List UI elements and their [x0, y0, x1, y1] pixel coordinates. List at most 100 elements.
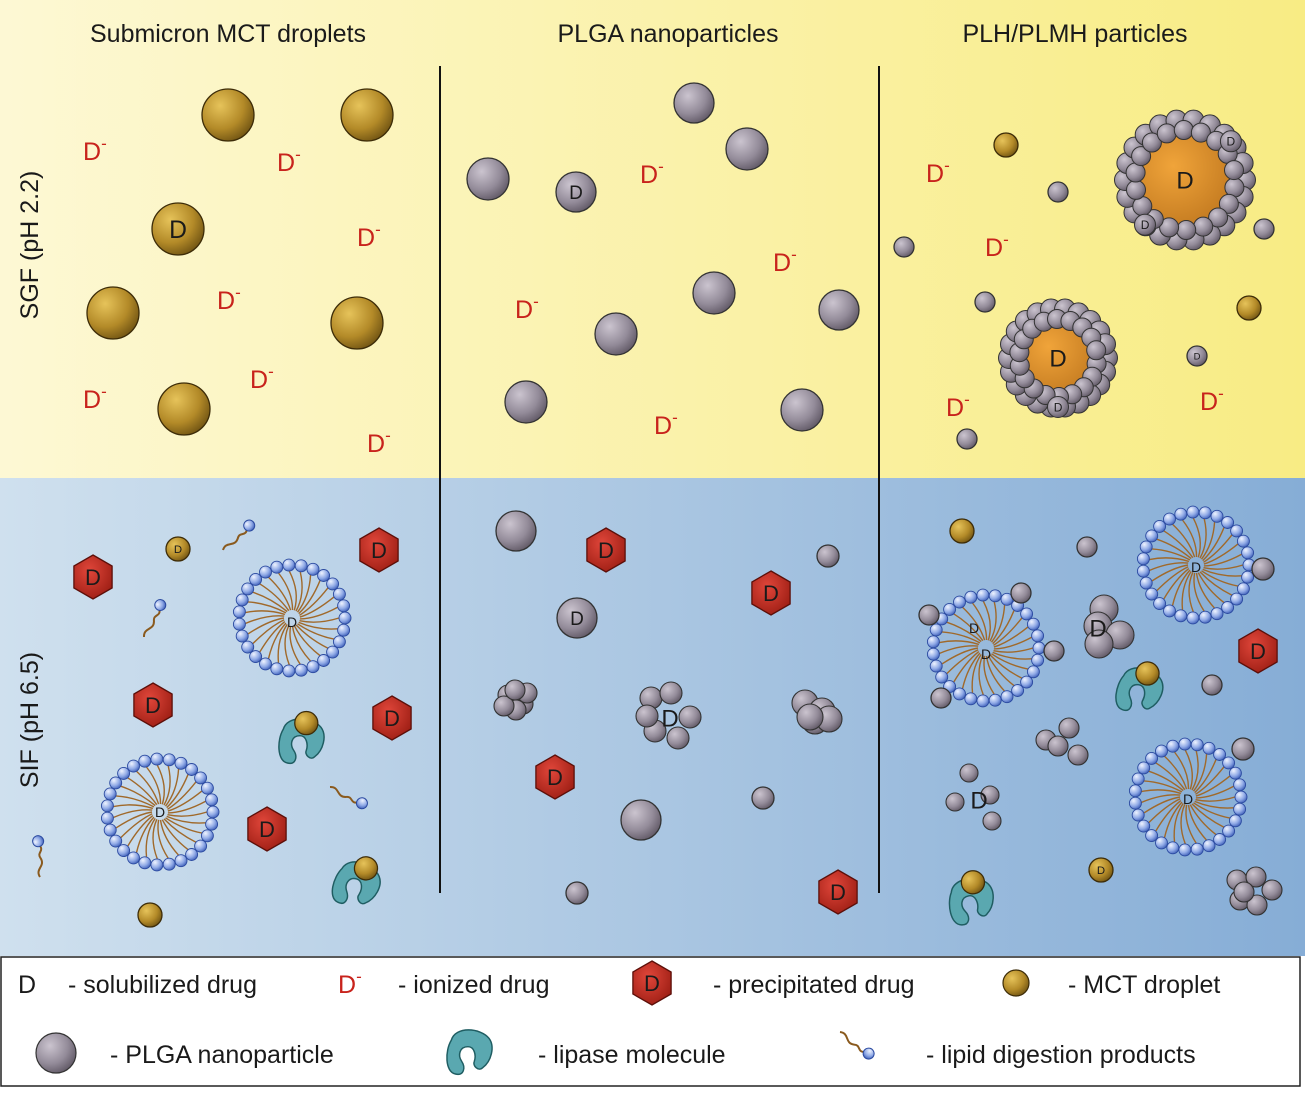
micelle-tail — [1192, 517, 1201, 558]
micelle-tail — [1191, 750, 1199, 791]
micelle-tail — [1151, 564, 1189, 582]
digestion-product-tail — [329, 785, 359, 804]
micelle-tail — [167, 811, 208, 817]
plga-cluster-particle — [493, 695, 515, 717]
micelle-head — [1137, 761, 1151, 775]
solubilized-drug-label: D — [169, 217, 187, 244]
mct-droplet — [993, 132, 1019, 158]
micelle-head — [1139, 540, 1153, 554]
micelle-tail — [298, 621, 338, 630]
micelle-head — [1153, 597, 1167, 611]
legend-lipase-label: - lipase molecule — [538, 1041, 726, 1069]
micelle-head — [103, 823, 117, 837]
plh-shell-particle — [1193, 216, 1214, 237]
mct-droplet-body — [340, 88, 394, 142]
micelle-head — [127, 851, 140, 865]
bound-mct-droplet — [1135, 661, 1160, 686]
micelle-tail — [1180, 804, 1186, 845]
plga-cluster — [1035, 717, 1089, 766]
micelle-tail — [989, 601, 997, 642]
micelle-head — [1236, 534, 1250, 548]
micelle-tail — [295, 624, 329, 649]
plh-shell-particle — [1131, 146, 1152, 167]
micelle-tail — [961, 652, 981, 689]
plga-nanoparticle-body — [1201, 674, 1223, 696]
plga-nanoparticle — [692, 271, 736, 315]
digestion-product-head — [32, 835, 45, 848]
micelle-tail — [982, 600, 991, 641]
ionized-drug-symbol: D — [515, 296, 533, 324]
mct-droplet-body — [137, 902, 163, 928]
micelle-tail — [299, 617, 340, 623]
solubilized-drug-label: D — [174, 544, 182, 556]
micelle-tail — [1156, 566, 1189, 592]
plga-nanoparticle — [780, 388, 824, 432]
micelle-head — [1145, 529, 1159, 543]
plh-core-drug-label: D — [1049, 346, 1066, 373]
plh-shell-particle — [1141, 132, 1162, 153]
micelle-tail — [1148, 798, 1181, 824]
micelle-tail — [113, 804, 154, 810]
lipase-molecule — [1115, 661, 1164, 712]
lipid-digestion-product — [32, 835, 45, 878]
micelle-head — [1155, 836, 1168, 850]
micelle-tail — [993, 617, 1023, 646]
plga-nanoparticle-body — [956, 428, 978, 450]
lipid-digestion-product-icon — [839, 1031, 875, 1060]
micelle-drug-label: D — [287, 614, 297, 630]
plga-cluster-particle — [1233, 881, 1255, 903]
plga-nanoparticle-body — [780, 388, 824, 432]
micelle-head — [235, 593, 249, 607]
micelle-head — [1174, 507, 1188, 521]
micelle-head — [1190, 738, 1204, 752]
legend: D - solubilized drug D- - ionized drug D… — [18, 960, 1220, 1076]
micelle-head — [1128, 784, 1142, 798]
mct-droplet-icon — [1002, 969, 1030, 997]
micelle-tail — [127, 815, 154, 847]
ionized-drug-symbol: D — [946, 394, 964, 422]
mct-droplet: D — [165, 536, 191, 562]
ionized-drug: D- — [277, 145, 301, 177]
precipitated-drug-hexagon — [359, 527, 399, 573]
ionized-drug: D- — [217, 283, 241, 315]
micelle-head — [205, 793, 219, 807]
plga-cluster-particle — [1261, 879, 1283, 901]
micelle-tail — [152, 819, 158, 860]
precipitated-drug-label: D — [371, 538, 387, 563]
column-title-mct: Submicron MCT droplets — [90, 20, 366, 48]
bound-mct-droplet — [294, 710, 319, 736]
micelle-head — [1178, 737, 1192, 751]
ionized-drug: D- — [985, 230, 1009, 262]
micelle-head — [1222, 756, 1236, 770]
precipitated-drug: D — [247, 806, 287, 852]
micelle-tail — [1193, 572, 1205, 612]
micelle-tail — [115, 811, 153, 829]
micelle-head — [1020, 675, 1034, 689]
plga-nanoparticle-body — [1251, 557, 1275, 581]
micelle-tail — [1143, 796, 1181, 814]
plh-core-drug-label: D — [1176, 168, 1193, 195]
micelle-head — [1166, 739, 1180, 753]
micelle-head — [150, 858, 164, 872]
precipitated-drug-icon: D — [632, 960, 672, 1006]
lipase-molecule — [331, 856, 381, 905]
row-label-sgf: SGF (pH 2.2) — [16, 171, 44, 320]
micelle-tail — [1151, 548, 1191, 561]
micelle-head — [1186, 505, 1200, 519]
plga-nanoparticle: D — [1186, 345, 1208, 367]
micelle-tail — [1181, 519, 1198, 558]
plga-nanoparticle-body — [751, 786, 775, 810]
precipitated-drug-hexagon — [247, 806, 287, 852]
micelle-tail — [941, 647, 979, 665]
micelle-tail — [136, 770, 160, 805]
micelle-head — [282, 558, 296, 572]
plga-nanoparticle-body — [1047, 181, 1069, 203]
micelle-head — [206, 805, 220, 819]
cluster-drug-label: D — [970, 788, 987, 815]
precipitated-drug-hexagon — [535, 754, 575, 800]
micelle-tail — [127, 777, 158, 806]
micelle-head — [1145, 587, 1159, 601]
lipase-body — [446, 1029, 493, 1076]
micelle-head — [1190, 842, 1204, 856]
micelle: D — [1128, 737, 1248, 857]
